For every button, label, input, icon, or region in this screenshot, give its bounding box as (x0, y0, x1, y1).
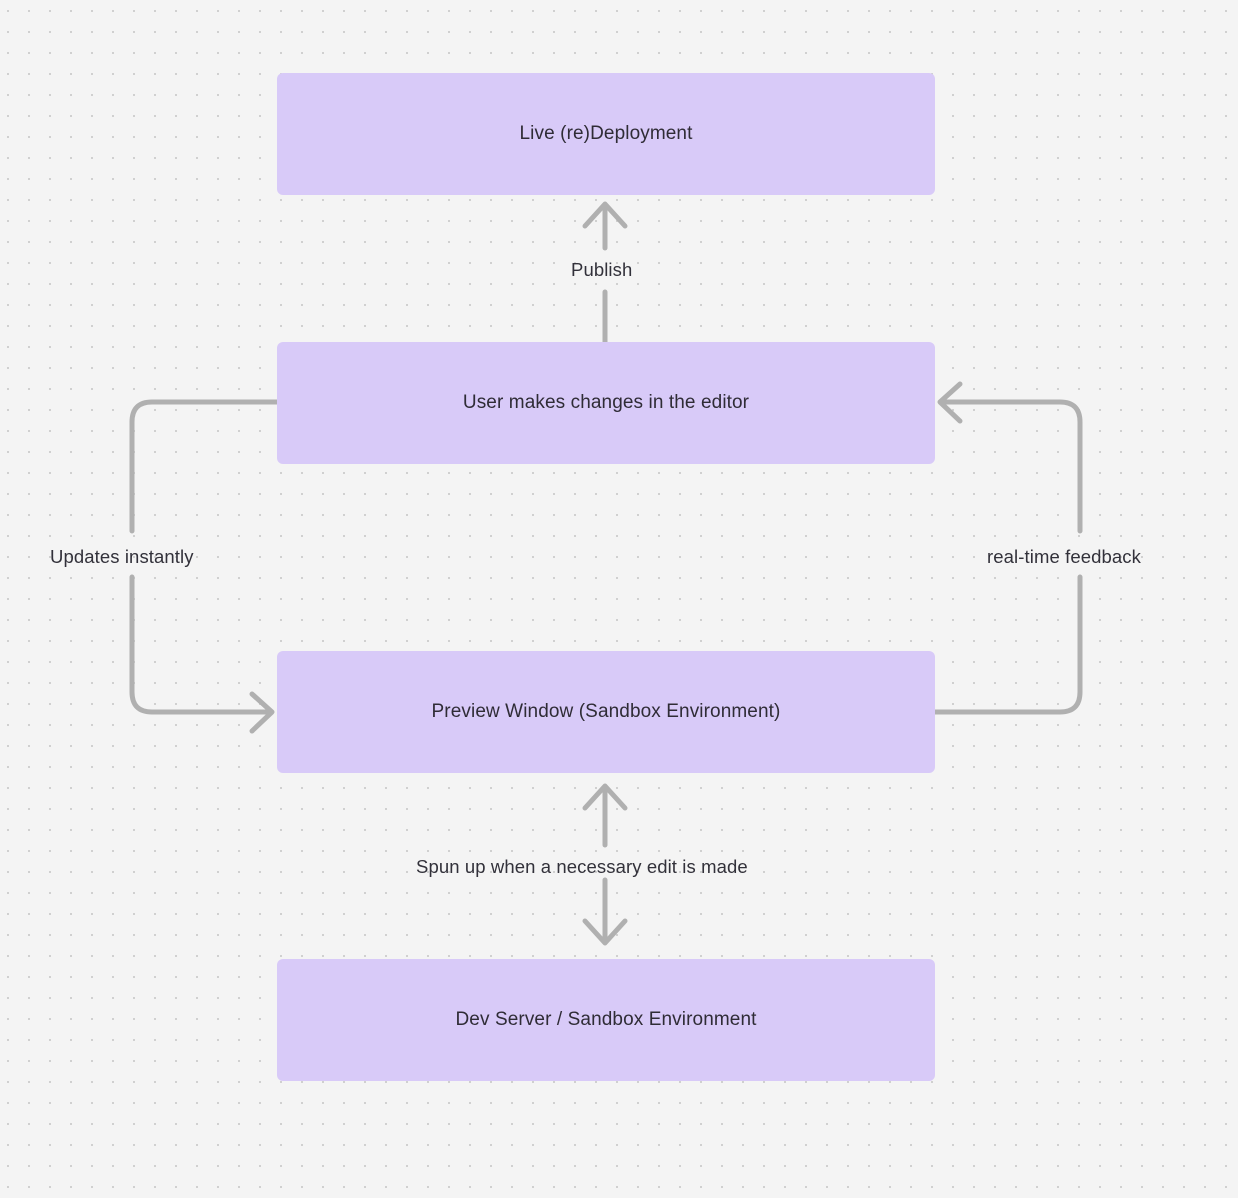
arrowhead-left-icon (937, 381, 963, 424)
node-label: User makes changes in the editor (462, 391, 750, 413)
node-dev-server[interactable]: Dev Server / Sandbox Environment (277, 959, 935, 1081)
arrowhead-down-icon (582, 918, 628, 946)
arrowhead-up-icon (582, 783, 628, 811)
node-user-makes-changes[interactable]: User makes changes in the editor (277, 342, 935, 464)
node-preview-window[interactable]: Preview Window (Sandbox Environment) (277, 651, 935, 773)
edge-label-publish: Publish (571, 259, 633, 280)
node-label: Dev Server / Sandbox Environment (455, 1008, 757, 1030)
arrowhead-up-icon (582, 201, 628, 229)
node-live-redeployment[interactable]: Live (re)Deployment (277, 73, 935, 195)
edge-label-spun-up: Spun up when a necessary edit is made (416, 856, 748, 877)
node-label: Preview Window (Sandbox Environment) (431, 700, 781, 722)
arrowhead-right-icon (249, 691, 275, 734)
edge-label-real-time-feedback: real-time feedback (987, 546, 1141, 567)
node-label: Live (re)Deployment (519, 122, 693, 144)
edge-label-updates-instantly: Updates instantly (50, 546, 194, 567)
